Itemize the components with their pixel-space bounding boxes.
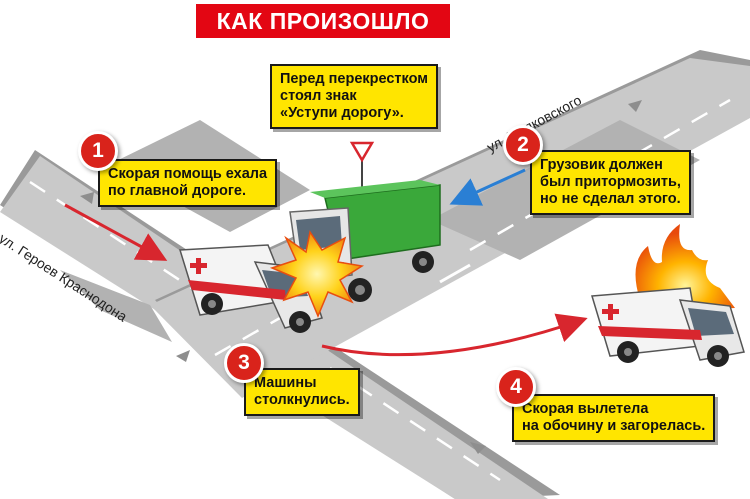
callout-yield-sign: Перед перекрестком стоял знак «Уступи до…: [270, 64, 438, 129]
callout-step-2-line-3: но не сделал этого.: [540, 191, 681, 207]
callout-step-3-line-2: столкнулись.: [254, 392, 350, 408]
callout-step-1-line-1: Скорая помощь ехала: [108, 166, 268, 182]
callout-step-1: Скорая помощь ехала по главной дороге.: [98, 159, 278, 207]
truck-path-arrow: [449, 168, 526, 206]
ambulance-path-arrow: [64, 203, 168, 261]
callout-step-2-line-1: Грузовик должен: [540, 157, 663, 173]
callout-step-3-line-1: Машины: [254, 375, 317, 391]
callout-step-4-line-1: Скорая вылетела: [522, 401, 649, 417]
callout-yield-line-3: «Уступи дорогу».: [280, 105, 404, 121]
callout-step-3: Машины столкнулись.: [244, 368, 360, 416]
callout-yield-line-1: Перед перекрестком: [280, 71, 428, 87]
burning-ambulance: [591, 224, 745, 367]
step-badge-4: 4: [496, 367, 536, 407]
callout-step-2-line-2: был притормозить,: [540, 174, 681, 190]
road-direction-chevrons: [80, 100, 642, 454]
title-banner: КАК ПРОИЗОШЛО ДТП: [196, 4, 450, 68]
ambulance-deflection-arrow: [321, 313, 588, 357]
collision-burst: [269, 230, 365, 318]
callout-yield-line-2: стоял знак: [280, 88, 357, 104]
step-badge-1: 1: [78, 131, 118, 171]
callout-step-4: Скорая вылетела на обочину и загорелась.: [512, 394, 716, 442]
step-badge-3: 3: [224, 343, 264, 383]
step-badge-2: 2: [503, 125, 543, 165]
callout-step-1-line-2: по главной дороге.: [108, 183, 246, 199]
callout-step-2: Грузовик должен был притормозить, но не …: [530, 150, 691, 215]
callout-step-4-line-2: на обочину и загорелась.: [522, 418, 706, 434]
